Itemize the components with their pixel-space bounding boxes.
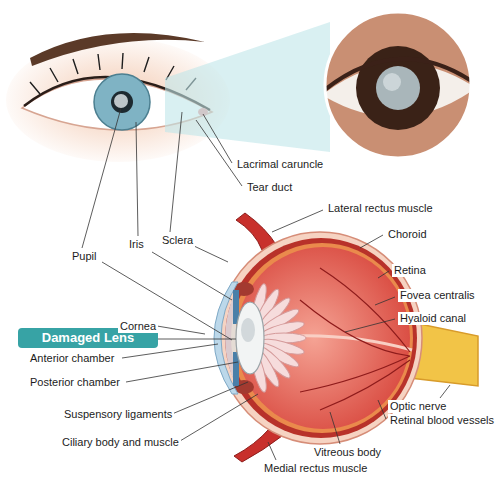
- pupil-drawing: [111, 91, 133, 113]
- leader-line: [157, 326, 205, 334]
- leader-line: [272, 210, 323, 232]
- leader-line: [196, 120, 242, 186]
- lens-drawing: [236, 302, 264, 374]
- cataract-spot: [114, 94, 128, 108]
- leader-line: [203, 114, 232, 163]
- part-label: Cornea: [118, 320, 158, 333]
- leader-line: [330, 412, 340, 444]
- inset-border: [325, 12, 471, 158]
- part-label: Suspensory ligaments: [62, 408, 174, 421]
- leader-line: [440, 385, 450, 398]
- part-label: Tear duct: [245, 181, 294, 194]
- leader-line: [126, 362, 238, 382]
- leader-line: [345, 319, 395, 332]
- part-label: Posterior chamber: [28, 376, 122, 389]
- inset-skin: [320, 8, 480, 168]
- leader-line: [102, 262, 232, 340]
- zoom-cone: [165, 22, 330, 152]
- part-label: Retina: [392, 264, 428, 277]
- leader-line: [268, 442, 276, 460]
- leader-line: [170, 112, 182, 232]
- part-label: Anterior chamber: [28, 352, 116, 365]
- part-label: Fovea centralis: [398, 289, 477, 302]
- part-label: Lacrimal caruncle: [235, 158, 325, 171]
- leader-line: [180, 394, 258, 441]
- leader-line: [194, 246, 228, 262]
- leader-line: [378, 271, 389, 278]
- leader-line: [375, 297, 395, 305]
- inset-cloud: [383, 73, 401, 91]
- retina-drawing: [231, 243, 413, 433]
- leader-line: [158, 339, 236, 340]
- leader-line: [378, 400, 386, 419]
- part-label: Optic nerve: [388, 400, 448, 413]
- iris-drawing: [94, 74, 150, 130]
- leader-line: [82, 108, 121, 248]
- part-label: Ciliary body and muscle: [60, 436, 181, 449]
- part-label: Pupil: [70, 250, 98, 263]
- part-label: Retinal blood vessels: [388, 414, 496, 427]
- leader-line: [172, 382, 248, 414]
- leader-line: [152, 252, 232, 300]
- inset-photo: [320, 8, 480, 168]
- leader-line: [136, 122, 138, 236]
- retinal-vessels-drawing: [300, 268, 410, 410]
- inset-cloudy-pupil: [376, 66, 420, 110]
- part-label: Medial rectus muscle: [262, 462, 369, 475]
- eyebrow: [30, 33, 205, 66]
- part-label: Iris: [127, 238, 146, 251]
- part-label: Vitreous body: [312, 446, 383, 459]
- part-label: Lateral rectus muscle: [326, 202, 435, 215]
- vitreous-drawing: [236, 247, 410, 429]
- leader-line: [360, 235, 383, 248]
- inset-lid: [322, 59, 476, 92]
- cornea-drawing: [214, 282, 238, 394]
- part-label: Hyaloid canal: [398, 312, 468, 325]
- lens-cloud: [241, 318, 255, 342]
- part-label: Sclera: [160, 234, 195, 247]
- part-label: Choroid: [386, 228, 429, 241]
